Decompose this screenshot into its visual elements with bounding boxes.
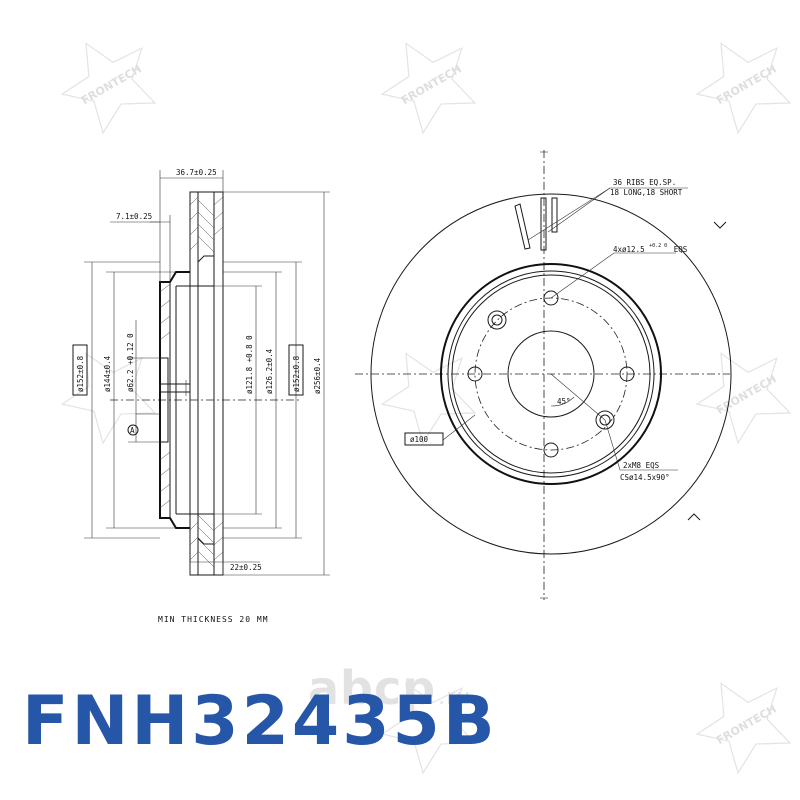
bolt-hole (467, 366, 483, 382)
bolt-hole (619, 366, 635, 382)
thread-callout-line2: CSø14.5x90° (620, 473, 670, 482)
side-section-view: 36.7±0.25 7.1±0.25 22±0.25 ø152±0.8 ø144… (72, 168, 330, 576)
bolt-hole (543, 290, 559, 306)
watermark-name: abcp (308, 661, 437, 715)
min-thickness-note: MIN THICKNESS 20 MM (158, 615, 269, 624)
bolt-holes-callout: 4xø12.5 +0.2 0 EQS (613, 240, 688, 254)
threaded-hole (595, 410, 615, 430)
stamp-text: FRONTECH (714, 702, 778, 747)
dim-d121: ø121.8 +0.8 0 (245, 335, 254, 394)
center-bore (507, 330, 595, 418)
front-view: 45° 36 RIBS EQ.SP. 18 LONG,18 SHORT 4xø1… (355, 150, 732, 600)
ribs-callout-line1: 36 RIBS EQ.SP. (613, 178, 676, 187)
stamp-text: FRONTECH (79, 62, 143, 107)
thread-callout-line1: 2xM8 EQS (623, 461, 660, 470)
threaded-hole (487, 310, 507, 330)
stamp-text: FRONTECH (714, 372, 778, 417)
brand-watermark: abcp.ru (308, 665, 471, 711)
stamp-text: FRONTECH (399, 62, 463, 107)
friction-inner-edge (440, 263, 662, 485)
dim-hat-offset: 7.1±0.25 (116, 212, 152, 221)
dim-d62: ø62.2 +0.12 0 (126, 333, 135, 392)
datum-label: A (130, 426, 135, 435)
ribs-callout-line2: 18 LONG,18 SHORT (610, 188, 683, 197)
angle-label: 45° (557, 397, 571, 406)
dim-d126: ø126.2±0.4 (265, 348, 274, 394)
dim-d256: ø256±0.4 (313, 357, 322, 394)
dim-d144: ø144±0.4 (103, 355, 112, 392)
bolt-hole (543, 442, 559, 458)
disc-friction-ring (189, 191, 224, 576)
disc-outer-edge (370, 193, 732, 555)
pcd-label: ø100 (410, 435, 429, 444)
part-number: FNH32435B (22, 682, 498, 761)
dim-d152-left: ø152±0.8 (76, 355, 85, 392)
stamp-text: FRONTECH (714, 62, 778, 107)
dim-overall-width: 36.7±0.25 (176, 168, 217, 177)
dim-d152-right: ø152±0.8 (292, 355, 301, 392)
dim-disc-thickness: 22±0.25 (230, 563, 262, 572)
disc-hat (159, 255, 214, 545)
watermark-domain: .ru (438, 685, 472, 710)
